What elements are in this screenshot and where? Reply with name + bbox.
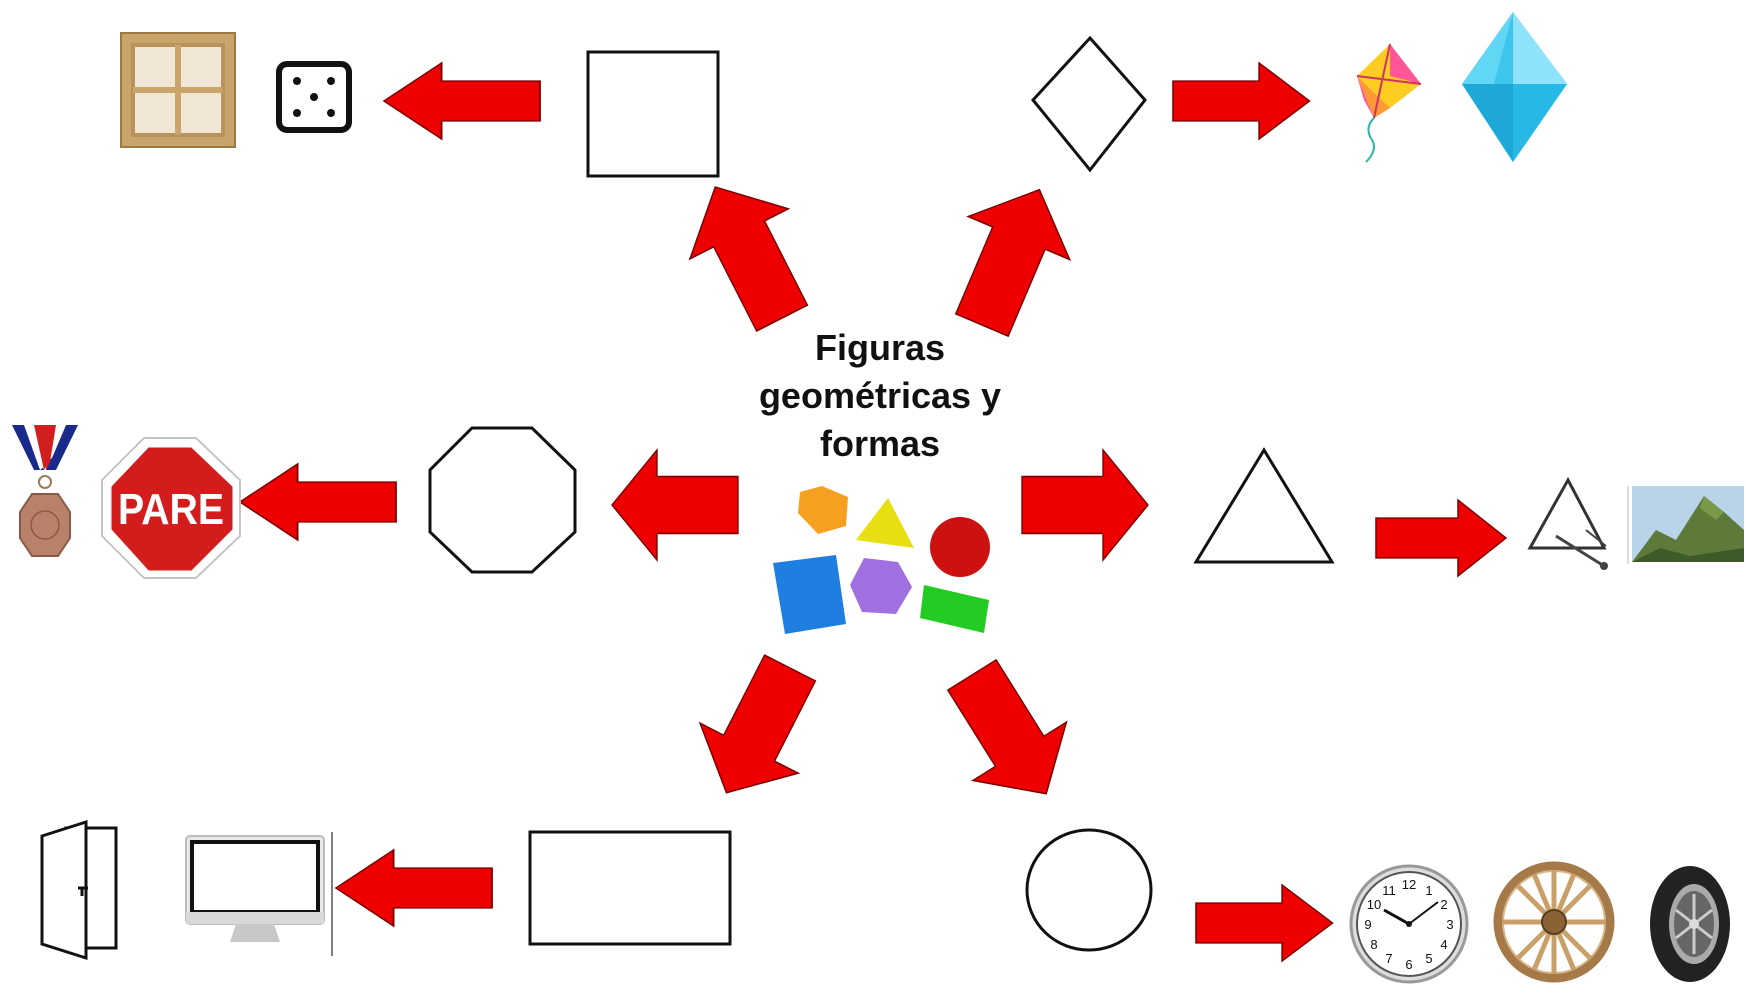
stop-sign-text: PARE (118, 485, 224, 534)
monitor-icon (185, 832, 333, 956)
medal-icon (12, 425, 78, 557)
clock-num-10: 10 (1367, 897, 1381, 912)
square-shape (586, 50, 720, 178)
arrow-to-rhombus (930, 167, 1091, 348)
clock-num-1: 1 (1425, 883, 1432, 898)
stop-sign-icon: PARE (101, 437, 241, 579)
arrow-triangle-to-examples (1375, 499, 1507, 577)
arrow-circle-to-examples (1195, 884, 1334, 962)
arrow-octagon-to-examples (239, 463, 397, 541)
clock-icon: 12 1 2 3 4 5 6 7 8 9 10 11 (1349, 864, 1469, 984)
clock-num-6: 6 (1405, 957, 1412, 972)
circle-shape (1025, 828, 1153, 952)
clock-num-2: 2 (1440, 897, 1447, 912)
kite-icon (1356, 43, 1422, 163)
red-circle (930, 517, 990, 577)
triangle-instrument-icon (1527, 476, 1608, 570)
arrow-rhombus-to-examples (1172, 62, 1311, 140)
arrow-to-rectangle (676, 642, 840, 819)
center-shapes-cluster (773, 486, 990, 634)
clock-num-7: 7 (1385, 951, 1392, 966)
mountain-icon (1627, 486, 1744, 564)
blue-square (773, 555, 846, 634)
title-line-3: formas (820, 423, 940, 464)
clock-num-5: 5 (1425, 951, 1432, 966)
arrow-rectangle-to-examples (335, 849, 493, 927)
title-line-2: geométricas y (759, 375, 1001, 416)
tire-icon (1650, 866, 1730, 982)
arrow-to-square (665, 161, 832, 344)
arrow-to-triangle (1021, 449, 1149, 561)
title-line-1: Figuras (815, 327, 945, 368)
door-icon (40, 819, 118, 961)
green-rectangle (920, 585, 989, 633)
orange-pentagon (798, 486, 848, 534)
clock-num-3: 3 (1446, 917, 1453, 932)
arrow-square-to-examples (383, 62, 541, 140)
arrow-to-octagon (611, 449, 739, 561)
arrow-to-circle (924, 645, 1094, 824)
clock-num-12: 12 (1402, 877, 1416, 892)
window-icon (120, 32, 236, 148)
clock-num-8: 8 (1370, 937, 1377, 952)
triangle-shape (1193, 447, 1335, 564)
octagon-shape (428, 426, 577, 574)
purple-hexagon (850, 558, 912, 614)
rhombus-shape (1031, 35, 1147, 173)
clock-num-11: 11 (1382, 883, 1396, 898)
crystal-icon (1462, 12, 1567, 162)
wagon-wheel-icon (1493, 861, 1615, 983)
clock-num-9: 9 (1364, 917, 1371, 932)
clock-num-4: 4 (1440, 937, 1447, 952)
die-icon (276, 61, 352, 133)
yellow-triangle (856, 498, 914, 548)
rectangle-shape (528, 830, 732, 946)
